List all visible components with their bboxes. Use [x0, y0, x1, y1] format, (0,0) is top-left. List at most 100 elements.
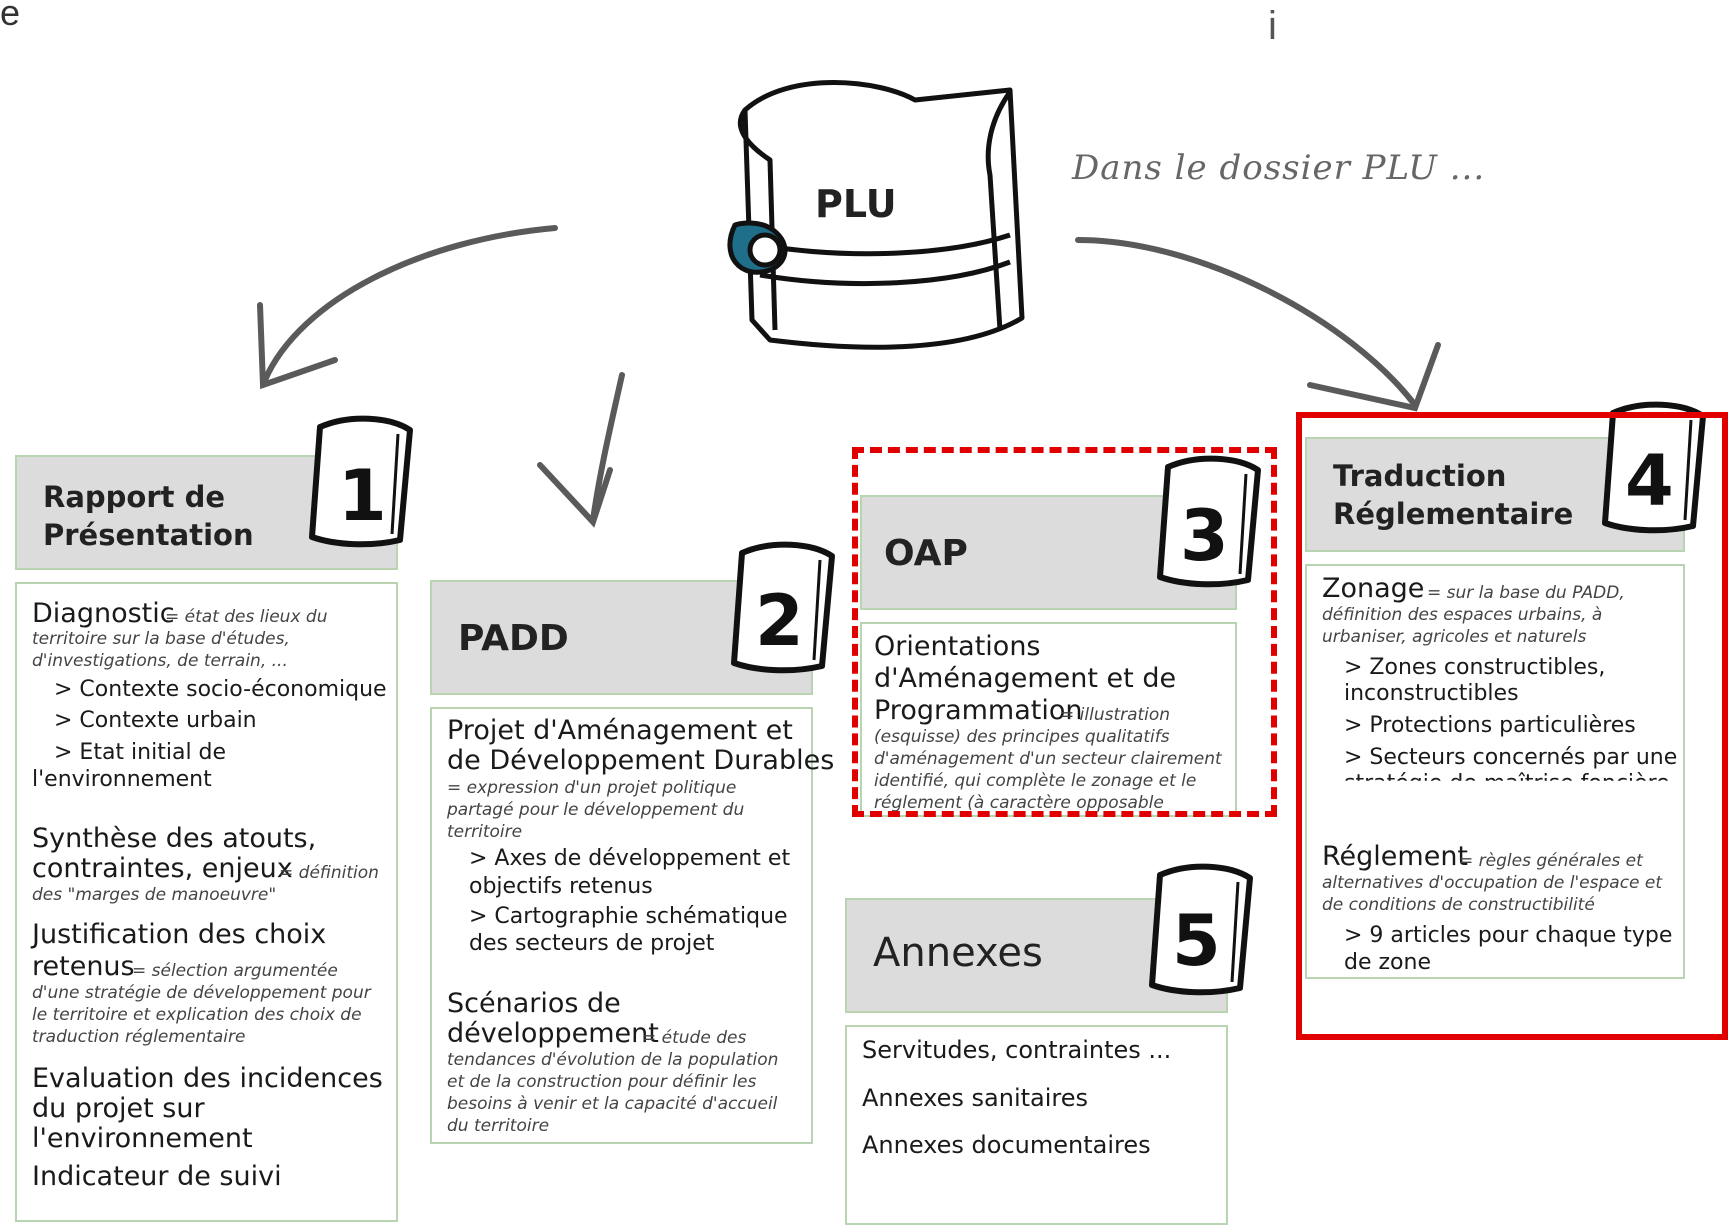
- box2-number: 2: [755, 580, 804, 662]
- box4-regl-desc-2: alternatives d'occupation de l'espace et: [1322, 873, 1663, 893]
- box3-orient-desc-3: d'aménagement d'un secteur clairement: [874, 749, 1222, 769]
- box1-diag-desc-2: territoire sur la base d'études,: [32, 629, 290, 649]
- box4-zonage-item-4: > Secteurs concernés par une: [1344, 745, 1678, 770]
- box1-eval-title-3: l'environnement: [32, 1123, 253, 1154]
- box2-item-1: > Axes de développement et: [469, 846, 791, 871]
- box1-synth-title-2: contraintes, enjeux: [32, 853, 293, 884]
- box1-diag-title: Diagnostic: [32, 598, 175, 629]
- box1-justif-desc-1: = sélection argumentée: [132, 961, 338, 981]
- box4-zonage-item-2: inconstructibles: [1344, 681, 1519, 706]
- box2-scen-title-2: développement: [447, 1018, 659, 1049]
- traduction-highlight-solid: [1296, 412, 1728, 1040]
- binder-icon-5: [1149, 863, 1253, 996]
- stray-char-right: i: [1268, 4, 1277, 48]
- box4-panel: Zonage = sur la base du PADD, définition…: [1305, 564, 1685, 979]
- box1-synth-desc-1: = définition: [279, 863, 379, 883]
- box2-scen-desc-3: et de la construction pour définir les: [447, 1072, 757, 1092]
- box2-scen-title-1: Scénarios de: [447, 988, 621, 1019]
- arrow-to-traduction-head: [1307, 342, 1441, 412]
- binder-icon-3: [1157, 455, 1261, 588]
- box3-orient-title-1: Orientations: [874, 631, 1041, 662]
- box3-title: OAP: [884, 533, 968, 574]
- box5-title: Annexes: [873, 930, 1043, 976]
- box1-diag-item-2: > Contexte urbain: [54, 708, 257, 733]
- arrow-to-rapport: [262, 225, 558, 383]
- arrow-to-rapport-head: [257, 302, 338, 390]
- box3-orient-desc-4: identifié, qui complète le zonage et le: [874, 771, 1197, 791]
- box4-title-line1: Traduction: [1333, 459, 1507, 493]
- box1-indic-title: Indicateur de suivi: [32, 1161, 282, 1192]
- box4-regl-title: Réglement: [1322, 841, 1469, 872]
- box4-regl-item-2: de zone: [1344, 950, 1431, 975]
- box5-panel: Servitudes, contraintes ... Annexes sani…: [845, 1025, 1228, 1225]
- box4-zonage-item-1: > Zones constructibles,: [1344, 655, 1606, 680]
- box1-title-line2: Présentation: [43, 518, 254, 552]
- box3-orient-title-2: d'Aménagement et de: [874, 663, 1177, 694]
- box2-projet-desc-3: territoire: [447, 822, 523, 842]
- box3-orient-title-3: Programmation: [874, 695, 1083, 726]
- binder-icon-4: [1602, 401, 1706, 534]
- box1-justif-title-2: retenus: [32, 951, 135, 982]
- box1-number: 1: [338, 455, 387, 537]
- box2-projet-desc-1: = expression d'un projet politique: [447, 778, 737, 798]
- box1-title-line1: Rapport de: [43, 480, 226, 514]
- arrow-to-padd-head: [537, 462, 613, 528]
- stray-char-left: e: [0, 0, 21, 33]
- box1-justif-desc-2: d'une stratégie de développement pour: [32, 983, 371, 1003]
- box2-projet-title-2: de Développement Durables: [447, 745, 835, 776]
- box2-projet-title-1: Projet d'Aménagement et: [447, 715, 793, 746]
- box4-zonage-item-3: > Protections particulières: [1344, 713, 1636, 738]
- binder-icon-2: [731, 541, 835, 674]
- box2-scen-desc-5: du territoire: [447, 1116, 550, 1136]
- binder-icon-1: [309, 415, 413, 548]
- box4-zonage-title: Zonage: [1322, 573, 1425, 604]
- box4-regl-item-1: > 9 articles pour chaque type: [1344, 923, 1673, 948]
- box4-zonage-desc-3: urbaniser, agricoles et naturels: [1322, 627, 1587, 647]
- arrow-to-padd: [590, 372, 625, 523]
- box2-scen-desc-4: besoins à venir et la capacité d'accueil: [447, 1094, 778, 1114]
- box1-eval-title-2: du projet sur: [32, 1093, 205, 1124]
- box3-orient-desc-1: = illustration: [1060, 705, 1171, 725]
- box3-orient-desc-5: réglement (à caractère opposable: [874, 793, 1164, 813]
- box4-zonage-desc-2: définition des espaces urbains, à: [1322, 605, 1603, 625]
- box2-item-2: objectifs retenus: [469, 874, 653, 899]
- box3-orient-desc-2: (esquisse) des principes qualitatifs: [874, 727, 1170, 747]
- box1-eval-title-1: Evaluation des incidences: [32, 1063, 383, 1094]
- box3-panel: Orientations d'Aménagement et de Program…: [860, 622, 1237, 817]
- box1-diag-item-1: > Contexte socio-économique: [54, 677, 387, 702]
- box5-item-3: Annexes documentaires: [862, 1131, 1151, 1159]
- box1-justif-title-1: Justification des choix: [32, 919, 327, 950]
- box1-diag-item-4: l'environnement: [32, 767, 212, 792]
- plu-label: PLU: [815, 182, 897, 226]
- box5-item-2: Annexes sanitaires: [862, 1084, 1089, 1112]
- diagram-subtitle: Dans le dossier PLU ...: [1072, 148, 1486, 188]
- box2-scen-desc-2: tendances d'évolution de la population: [447, 1050, 779, 1070]
- box5-item-1: Servitudes, contraintes ...: [862, 1036, 1172, 1064]
- box3-number: 3: [1180, 495, 1229, 577]
- box4-title-line2: Réglementaire: [1333, 497, 1574, 531]
- arrow-to-traduction: [1075, 237, 1418, 408]
- oap-highlight-dashed: [852, 447, 1277, 817]
- box4-regl-desc-1: = règles générales et: [1459, 851, 1643, 871]
- plu-binder-icon: [727, 80, 1025, 350]
- box2-projet-desc-2: partagé pour le développement du: [447, 800, 745, 820]
- box4-zonage-desc-1: = sur la base du PADD,: [1427, 583, 1625, 603]
- box1-synth-title-1: Synthèse des atouts,: [32, 823, 317, 854]
- box1-diag-item-3: > Etat initial de: [54, 740, 227, 765]
- box1-diag-desc-3: d'investigations, de terrain, ...: [32, 651, 288, 671]
- box4-regl-desc-3: de conditions de constructibilité: [1322, 895, 1595, 915]
- box2-panel: Projet d'Aménagement et de Développement…: [430, 707, 834, 1144]
- box2-item-3: > Cartographie schématique: [469, 904, 788, 929]
- box1-synth-desc-2: des "marges de manoeuvre": [32, 885, 277, 905]
- box2-item-4: des secteurs de projet: [469, 931, 715, 956]
- box4-zonage-item-5: stratégie de maîtrise foncière: [1344, 771, 1670, 796]
- box2-title: PADD: [458, 618, 569, 659]
- box1-justif-desc-4: traduction réglementaire: [32, 1027, 246, 1047]
- box1-diag-desc-1: = état des lieux du: [165, 607, 328, 627]
- box4-number: 4: [1625, 440, 1674, 522]
- box2-scen-desc-1: = étude des: [642, 1028, 747, 1048]
- box1-panel: Diagnostic = état des lieux du territoir…: [15, 582, 398, 1222]
- box1-justif-desc-3: le territoire et explication des choix d…: [32, 1005, 362, 1025]
- box5-number: 5: [1172, 900, 1221, 982]
